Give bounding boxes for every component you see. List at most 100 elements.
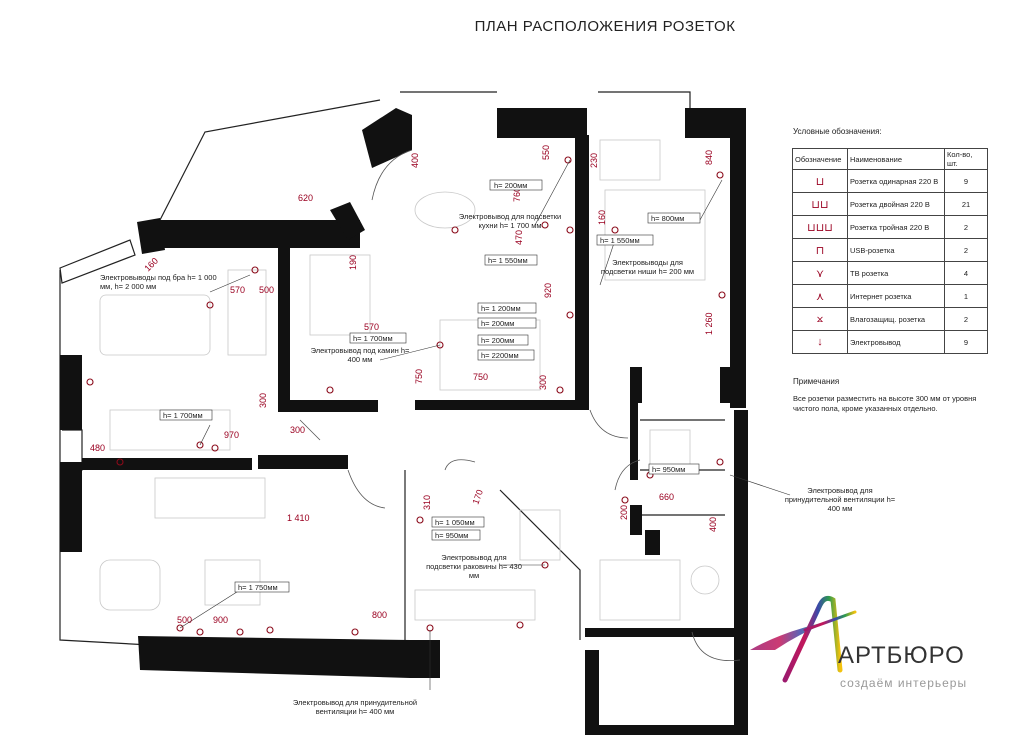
height-tag: h= 1 550мм (488, 256, 528, 265)
legend-count: 21 (944, 192, 988, 216)
dim-label: 570 (230, 285, 245, 295)
legend-name: USB-розетка (847, 238, 945, 262)
legend-title: Условные обозначения: (793, 127, 882, 136)
dim-label: 920 (543, 283, 553, 298)
furniture (99, 139, 720, 621)
legend-row: ⋎ ТВ розетка 4 (792, 261, 988, 285)
legend-name: Интернет розетка (847, 284, 945, 308)
callout-washbasin: Электровывод для подсветки раковины h= 4… (426, 553, 522, 580)
callout-vent-right: Электровывод для принудительной вентиляц… (784, 486, 896, 513)
legend-name: Влагозащищ. розетка (847, 307, 945, 331)
dim-label: 500 (259, 285, 274, 295)
legend-header-row: Обозначение Наименование Кол-во, шт. (792, 148, 988, 170)
dim-label: 170 (470, 488, 485, 506)
height-tag: h= 1 550мм (600, 236, 640, 245)
socket-single-icon: ⊔ (792, 169, 848, 193)
callout-kitchen: Электровывод для подсветки кухни h= 1 70… (458, 212, 562, 230)
dim-label: 1 260 (704, 312, 714, 335)
dim-label: 310 (422, 495, 432, 510)
height-tag: h= 1 050мм (435, 518, 475, 527)
dim-label: 160 (142, 256, 160, 274)
legend-count: 9 (944, 169, 988, 193)
notes-body: Все розетки разместить на высоте 300 мм … (793, 394, 977, 413)
height-tag: h= 1 750мм (238, 583, 278, 592)
height-tag: h= 950мм (652, 465, 685, 474)
legend-count: 9 (944, 330, 988, 354)
dim-label: 480 (90, 443, 105, 453)
legend-name: Электровывод (847, 330, 945, 354)
dimension-labels: 620 400 550 230 840 760 470 160 190 160 … (90, 145, 718, 625)
logo-name: АРТБЮРО (838, 642, 965, 669)
callout-fireplace: Электровывод под камин h= 400 мм (310, 346, 410, 364)
legend-row: ⊔⊔ Розетка двойная 220 В 21 (792, 192, 988, 216)
height-tag: h= 200мм (494, 181, 527, 190)
legend-count: 4 (944, 261, 988, 285)
dim-label: 300 (538, 375, 548, 390)
tv-socket-icon: ⋎ (792, 261, 848, 285)
dim-label: 570 (364, 322, 379, 332)
legend-row: ↓ Электровывод 9 (792, 330, 988, 354)
legend-header-symbol: Обозначение (792, 148, 848, 170)
thick-walls (60, 108, 748, 735)
dim-label: 550 (541, 145, 551, 160)
dim-label: 970 (224, 430, 239, 440)
waterproof-socket-icon: ⨲ (792, 307, 848, 331)
legend-name: Розетка одинарная 220 В (847, 169, 945, 193)
dim-label: 800 (372, 610, 387, 620)
logo-tagline: создаём интерьеры (840, 676, 968, 690)
dim-label: 300 (290, 425, 305, 435)
dim-label: 230 (589, 153, 599, 168)
legend-header-count: Кол-во, шт. (944, 148, 988, 170)
dim-label: 760 (512, 187, 522, 202)
logo-mark (750, 595, 857, 683)
legend-name: ТВ розетка (847, 261, 945, 285)
legend-row: ⨲ Влагозащищ. розетка 2 (792, 307, 988, 331)
legend-count: 1 (944, 284, 988, 308)
dim-label: 840 (704, 150, 714, 165)
height-tags: h= 200мм h= 1 550мм h= 1 550мм h= 800мм … (159, 179, 701, 593)
dim-label: 400 (410, 153, 420, 168)
callouts: Электровыводы под бра h= 1 000 мм, h= 2 … (100, 212, 896, 716)
dim-label: 900 (213, 615, 228, 625)
dim-label: 500 (177, 615, 192, 625)
height-tag: h= 200мм (481, 336, 514, 345)
dim-label: 750 (473, 372, 488, 382)
dim-label: 200 (619, 505, 629, 520)
dim-label: 300 (258, 393, 268, 408)
socket-markers (86, 156, 726, 636)
dim-label: 1 410 (287, 513, 310, 523)
callout-niche: Электровыводы для подсветки ниши h= 200 … (600, 258, 695, 276)
height-tag: h= 1 200мм (481, 304, 521, 313)
socket-triple-icon: ⊔⊔⊔ (792, 215, 848, 239)
electric-outlet-icon: ↓ (792, 330, 848, 354)
internet-socket-icon: ⋏ (792, 284, 848, 308)
height-tag: h= 950мм (435, 531, 468, 540)
leader-lines (179, 159, 791, 690)
dim-label: 620 (298, 193, 313, 203)
dim-label: 160 (597, 210, 607, 225)
legend-row: ⋏ Интернет розетка 1 (792, 284, 988, 308)
legend-row: ⊔ Розетка одинарная 220 В 9 (792, 169, 988, 193)
callout-bra: Электровыводы под бра h= 1 000 мм, h= 2 … (100, 273, 217, 291)
usb-socket-icon: ⊓ (792, 238, 848, 262)
socket-double-icon: ⊔⊔ (792, 192, 848, 216)
door-swings (299, 149, 741, 662)
legend-header-name: Наименование (847, 148, 945, 170)
dim-label: 660 (659, 492, 674, 502)
legend-count: 2 (944, 238, 988, 262)
page-title: ПЛАН РАСПОЛОЖЕНИЯ РОЗЕТОК (474, 18, 736, 35)
notes-title: Примечания (793, 377, 840, 386)
legend-table: Обозначение Наименование Кол-во, шт. ⊔ Р… (792, 148, 988, 354)
legend-name: Розетка тройная 220 В (847, 215, 945, 239)
dim-label: 190 (348, 255, 358, 270)
height-tag: h= 200мм (481, 319, 514, 328)
legend-count: 2 (944, 307, 988, 331)
dim-label: 750 (414, 369, 424, 384)
height-tag: h= 1 700мм (163, 411, 203, 420)
dim-label: 470 (514, 230, 524, 245)
callout-vent-bottom: Электровывод для принудительной вентиляц… (292, 698, 418, 716)
dim-label: 400 (708, 517, 718, 532)
height-tag: h= 800мм (651, 214, 684, 223)
legend-name: Розетка двойная 220 В (847, 192, 945, 216)
